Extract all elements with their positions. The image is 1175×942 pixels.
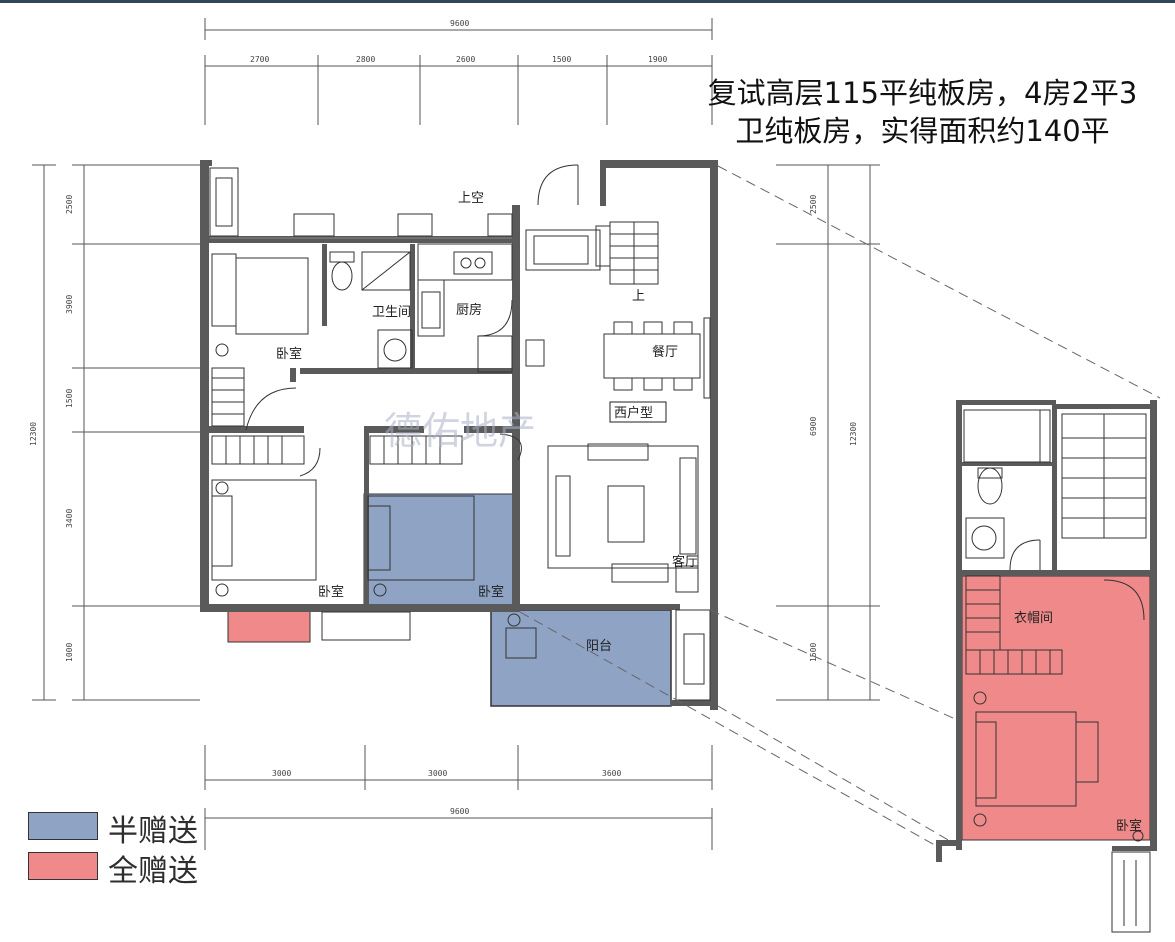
title-line-1: 复试高层115平纯板房，4房2平3 <box>707 76 1138 110</box>
title-line-2: 卫纯板房，实得面积约140平 <box>735 114 1110 148</box>
fixtures <box>209 164 711 701</box>
watermark: 德佑地产 <box>384 409 536 453</box>
full-gift-bay <box>227 607 311 643</box>
top-dim-2: 2800 <box>356 55 375 64</box>
legend-swatch-full-gift <box>28 852 98 880</box>
household-type-box <box>609 401 667 423</box>
legend-swatch-half-gift <box>28 812 98 840</box>
room-label-bathroom: 卫生间 <box>372 305 411 320</box>
upper-fixtures <box>963 409 1151 933</box>
top-total-dim: 9600 <box>450 19 469 28</box>
upper-walls <box>936 400 1157 862</box>
room-label-household-type: 西户型 <box>614 405 653 421</box>
bottom-dim-1: 3000 <box>272 769 291 778</box>
legend-label-half-gift: 半赠送 <box>108 814 198 849</box>
room-label-kitchen: 厨房 <box>456 302 482 318</box>
room-label-bedroom-1: 卧室 <box>276 346 302 362</box>
left-dim-5: 1000 <box>65 643 74 662</box>
top-dim-3: 2600 <box>456 55 475 64</box>
room-label-dining: 餐厅 <box>652 344 678 360</box>
full-gift-upper-room <box>961 575 1151 841</box>
bottom-dimensions <box>204 745 713 850</box>
room-label-stair-up: 上 <box>632 289 645 304</box>
right-dim-3: 1500 <box>809 643 818 662</box>
left-dim-4: 3400 <box>65 509 74 528</box>
room-label-upper-bedroom: 卧室 <box>1116 818 1142 834</box>
top-bar <box>0 0 1175 3</box>
left-dim-3: 1500 <box>65 389 74 408</box>
right-dimensions <box>776 164 880 701</box>
room-label-bedroom-2: 卧室 <box>318 584 344 600</box>
left-dim-1: 2500 <box>65 195 74 214</box>
room-label-balcony: 阳台 <box>586 639 612 654</box>
left-dimensions <box>32 164 200 701</box>
top-dim-5: 1900 <box>648 55 667 64</box>
right-total-dim: 12300 <box>849 422 858 446</box>
room-label-living: 客厅 <box>672 554 698 570</box>
top-dimensions <box>204 18 713 125</box>
page-title: 复试高层115平纯板房，4房2平3 卫纯板房，实得面积约140平 <box>670 74 1175 150</box>
projection-lines <box>519 165 1161 849</box>
left-total-dim: 12300 <box>29 422 38 446</box>
bottom-dim-2: 3000 <box>428 769 447 778</box>
right-dim-2: 6900 <box>809 417 818 436</box>
main-walls <box>200 160 718 710</box>
left-dim-2: 3900 <box>65 295 74 314</box>
top-dim-1: 2700 <box>250 55 269 64</box>
room-label-bedroom-3: 卧室 <box>478 584 504 600</box>
bottom-total-dim: 9600 <box>450 807 469 816</box>
top-dim-4: 1500 <box>552 55 571 64</box>
right-dim-1: 2500 <box>809 195 818 214</box>
bottom-dim-3: 3600 <box>602 769 621 778</box>
room-label-entry-top: 上空 <box>458 191 484 206</box>
legend-label-full-gift: 全赠送 <box>108 854 198 889</box>
room-label-cloakroom: 衣帽间 <box>1014 610 1053 626</box>
